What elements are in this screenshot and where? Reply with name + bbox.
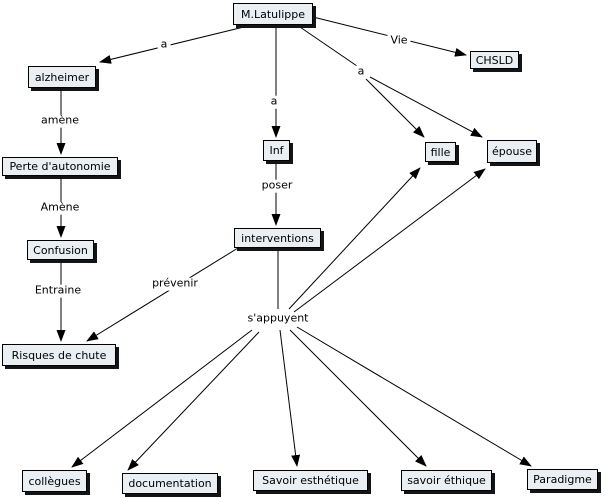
edge-a-famille-to-epouse xyxy=(369,76,483,138)
node-fille[interactable]: fille xyxy=(425,142,456,162)
edge-sappuyent-to-paradigme xyxy=(296,326,532,467)
edge-a-famille-to-fille xyxy=(365,78,425,138)
edge-m-latulippe-to-alzheimer xyxy=(99,24,253,64)
node-interventions[interactable]: interventions xyxy=(234,228,321,248)
edge-sappuyent-to-savoir-esthetique xyxy=(279,329,301,467)
edge-label-a-famille[interactable]: a xyxy=(354,65,368,79)
node-inf[interactable]: Inf xyxy=(263,140,290,161)
edge-m-latulippe-to-a-famille xyxy=(296,24,358,67)
edge-label-a-alzheimer[interactable]: a xyxy=(157,38,171,52)
edge-label-entraine[interactable]: Entraine xyxy=(31,284,85,298)
node-risques-de-chute[interactable]: Risques de chute xyxy=(2,344,116,366)
node-savoir-ethique[interactable]: savoir éthique xyxy=(401,470,492,491)
node-chsld[interactable]: CHSLD xyxy=(470,51,519,69)
node-alzheimer[interactable]: alzheimer xyxy=(28,66,96,88)
edge-interventions-to-risques-de-chute xyxy=(86,247,239,342)
node-savoir-esthetique[interactable]: Savoir esthétique xyxy=(253,470,368,491)
node-epouse[interactable]: épouse xyxy=(487,140,537,163)
node-paradigme[interactable]: Paradigme xyxy=(527,469,598,490)
edge-label-prevenir[interactable]: prévenir xyxy=(149,277,201,291)
edge-label-a-inf[interactable]: a xyxy=(267,95,281,109)
edge-label-sappuyent[interactable]: s'appuyent xyxy=(244,312,312,326)
edge-label-amene-1[interactable]: amène xyxy=(38,114,82,128)
edge-label-amene-2[interactable]: Amène xyxy=(37,201,83,215)
edge-sappuyent-to-collegues xyxy=(71,329,253,468)
edge-sappuyent-to-fille xyxy=(288,167,421,310)
edge-sappuyent-to-documentation xyxy=(127,331,260,471)
node-documentation[interactable]: documentation xyxy=(122,473,218,494)
node-m-latulippe[interactable]: M.Latulippe xyxy=(233,3,313,25)
node-collegues[interactable]: collègues xyxy=(22,470,87,492)
edge-label-vie[interactable]: Vie xyxy=(387,34,411,48)
edge-sappuyent-to-savoir-ethique xyxy=(289,329,427,467)
edge-sappuyent-to-epouse xyxy=(293,168,486,313)
node-perte-autonomie[interactable]: Perte d'autonomie xyxy=(2,157,118,176)
node-confusion[interactable]: Confusion xyxy=(27,240,94,260)
edge-label-poser[interactable]: poser xyxy=(258,179,296,193)
